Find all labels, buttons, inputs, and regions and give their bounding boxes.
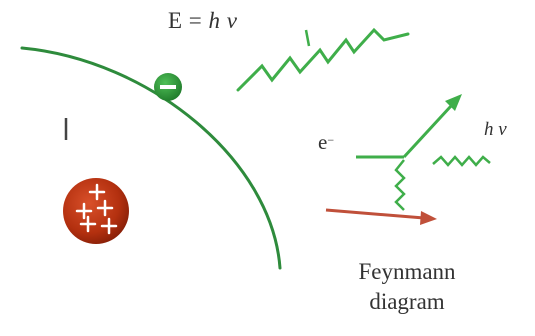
photon-tick — [304, 29, 311, 47]
equation-lhs: E = — [168, 8, 203, 33]
electron-symbol: e — [318, 130, 328, 154]
electron — [154, 73, 182, 101]
nucleus — [63, 178, 129, 244]
proton-plus-signs — [75, 183, 118, 235]
proton-arrowhead — [420, 211, 437, 225]
photon-energy-equation: E = h ν — [168, 9, 238, 32]
proton-line — [325, 208, 425, 220]
diagram-caption: Feynmann diagram — [327, 257, 487, 317]
electron-charge: − — [327, 133, 335, 147]
photon-label: h ν — [484, 119, 507, 140]
virtual-photon — [394, 159, 406, 211]
electron-orbit — [20, 46, 282, 270]
caption-line-2: diagram — [369, 288, 445, 314]
electron-minus-sign — [160, 85, 176, 89]
photon-out-wave — [432, 155, 491, 167]
electron-out-line — [402, 104, 453, 159]
electron-out-arrowhead — [445, 94, 462, 111]
photon-wave-emitted — [236, 27, 410, 92]
electron-label: e− — [318, 132, 334, 153]
equation-rhs: h ν — [208, 8, 238, 33]
caption-line-1: Feynmann — [358, 259, 456, 284]
